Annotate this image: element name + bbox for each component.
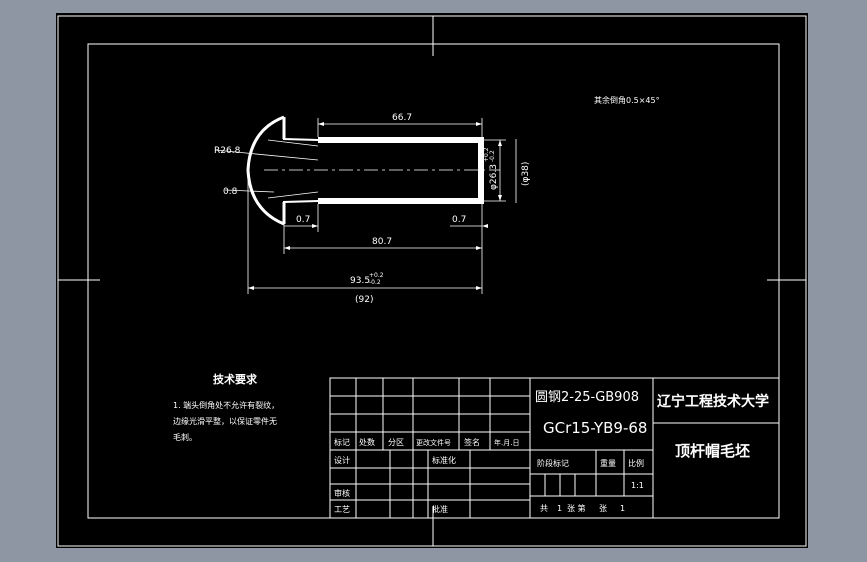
label-stage-mark: 阶段标记 bbox=[537, 458, 569, 468]
label-standardize: 标准化 bbox=[432, 455, 456, 465]
dim-93-5-label: 93.5 bbox=[350, 276, 370, 286]
dim-dia-38-ref-label: (φ38) bbox=[521, 162, 531, 186]
corner-note: 其余倒角0.5×45° bbox=[594, 95, 660, 105]
sheets-label: 共 bbox=[540, 504, 548, 513]
label-process: 工艺 bbox=[334, 505, 350, 514]
dim-93-5-tol-upper: +0.2 bbox=[369, 272, 384, 279]
title-block-labels: 标记 处数 分区 更改文件号 签名 年.月.日 设计 标准化 审核 工艺 批准 … bbox=[334, 437, 644, 514]
title-block bbox=[329, 377, 780, 519]
material-line-2: GCr15-YB9-68 bbox=[543, 419, 647, 437]
label-scale: 比例 bbox=[628, 458, 644, 468]
label-weight: 重量 bbox=[600, 458, 616, 468]
dim-dia-tol-lower: -0.2 bbox=[489, 150, 496, 162]
scale-value: 1:1 bbox=[631, 481, 644, 490]
label-count: 处数 bbox=[359, 437, 375, 447]
dim-66-7-label: 66.7 bbox=[392, 113, 412, 123]
sheets-mid: 张 第 bbox=[567, 503, 586, 513]
dimension-lines bbox=[214, 118, 517, 294]
tech-requirements-line-3: 毛刺。 bbox=[173, 432, 197, 442]
dim-dia-tol-upper: +0.2 bbox=[483, 147, 490, 162]
sheet-index: 1 bbox=[620, 504, 625, 513]
tech-requirements-line-2: 边缘光滑平整，以保证零件无 bbox=[173, 416, 277, 426]
part-outline bbox=[246, 115, 500, 226]
drawing-sheet bbox=[56, 13, 808, 548]
dim-0-8-label: 0.8 bbox=[223, 187, 238, 197]
label-zone: 分区 bbox=[388, 438, 404, 447]
dim-dia-26-3-label: φ26.3 bbox=[489, 164, 499, 190]
label-approve: 批准 bbox=[432, 504, 448, 514]
tech-requirements-title: 技术要求 bbox=[213, 372, 258, 386]
centering-marks bbox=[58, 16, 806, 546]
school-name: 辽宁工程技术大学 bbox=[657, 393, 769, 410]
label-mark: 标记 bbox=[334, 437, 350, 447]
dim-92-ref-label: (92) bbox=[355, 295, 373, 305]
label-date: 年.月.日 bbox=[494, 438, 519, 447]
label-signature: 签名 bbox=[464, 437, 480, 447]
material-line-1: 圆钢2-25-GB908 bbox=[535, 390, 639, 405]
label-design: 设计 bbox=[334, 455, 350, 465]
label-review: 审核 bbox=[334, 488, 350, 498]
dim-r26-8-label: R26.8 bbox=[214, 146, 241, 156]
part-name: 顶杆帽毛坯 bbox=[675, 442, 750, 460]
dim-93-5-tol-lower: -0.2 bbox=[369, 279, 381, 286]
sheets-total: 1 bbox=[557, 504, 562, 513]
dimension-arrows bbox=[248, 122, 502, 290]
dim-80-7-label: 80.7 bbox=[372, 237, 392, 247]
dimension-labels: 66.7 0.7 0.7 80.7 93.5 +0.2 -0.2 (92) R2… bbox=[214, 113, 531, 305]
dim-0-7-right-label: 0.7 bbox=[452, 215, 466, 225]
tech-requirements: 技术要求 1. 端头倒角处不允许有裂纹， 边缘光滑平整，以保证零件无 毛刺。 bbox=[173, 372, 279, 442]
outer-frame bbox=[57, 15, 807, 547]
label-change-doc: 更改文件号 bbox=[416, 438, 451, 447]
tech-requirements-line-1: 1. 端头倒角处不允许有裂纹， bbox=[173, 400, 279, 410]
dim-0-7-left-label: 0.7 bbox=[296, 215, 310, 225]
sheet-no-label: 张 bbox=[599, 504, 607, 513]
